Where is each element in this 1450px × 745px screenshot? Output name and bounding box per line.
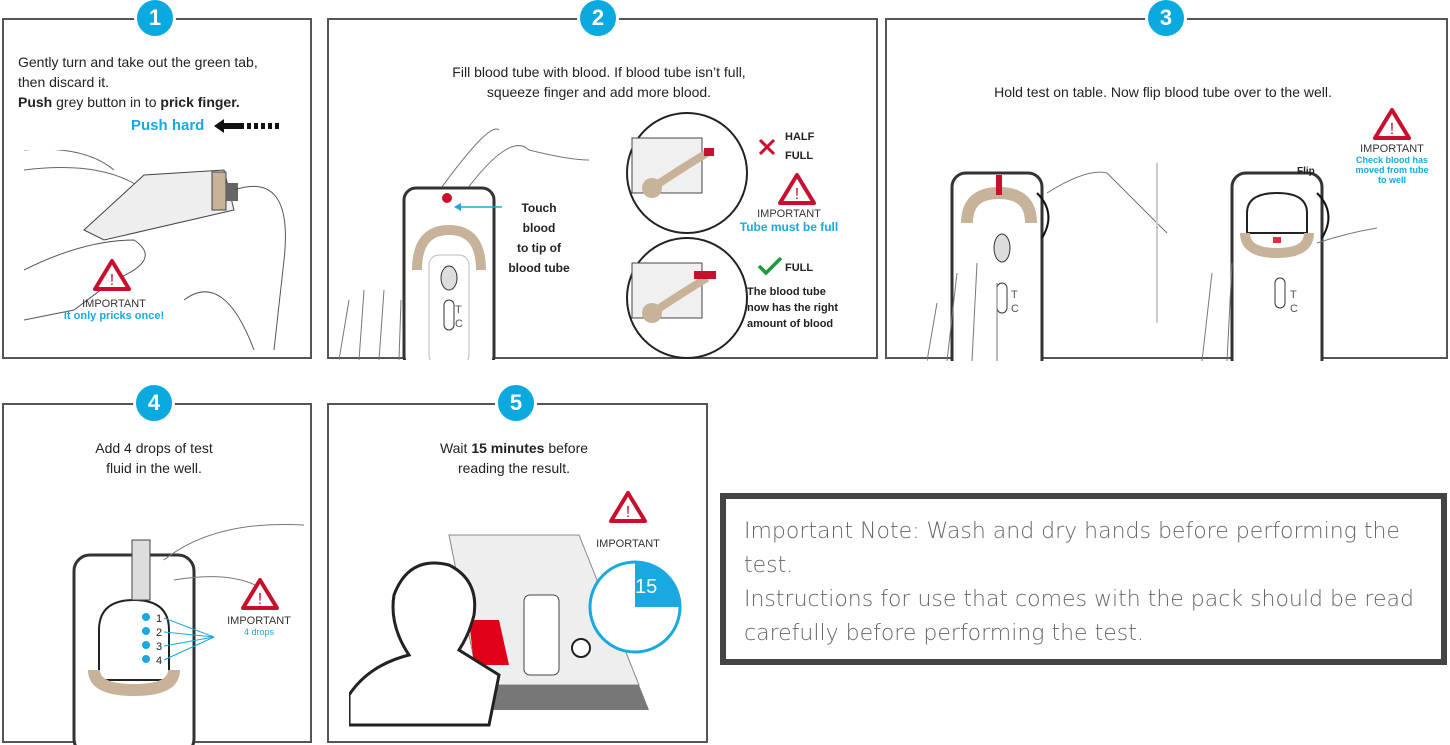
important-label: IMPORTANT [227, 615, 291, 627]
text: The blood tube [747, 286, 826, 298]
text: Touch blood [521, 201, 557, 235]
step-3-badge: 3 [1145, 0, 1187, 39]
tc-c: C [1011, 303, 1019, 315]
tc-c: C [1290, 303, 1298, 315]
drop-number: 3 [156, 641, 163, 653]
touch-blood-label: Touch blood to tip of blood tube [504, 198, 574, 278]
lancet-device-illustration [24, 150, 286, 350]
important-label: IMPORTANT [757, 208, 821, 220]
svg-text:!: ! [1390, 121, 1394, 138]
important-message: It only pricks once! [63, 310, 165, 322]
text: grey button in to [52, 94, 161, 110]
waiting-person-illustration [349, 534, 649, 727]
step-2-badge: 2 [577, 0, 619, 39]
full-description: The blood tube now has the right amount … [747, 284, 838, 332]
step-1-instructions: Gently turn and take out the green tab, … [18, 52, 308, 112]
timer-clock-icon [588, 560, 682, 654]
step-5-instructions: Wait 15 minutes before reading the resul… [329, 438, 699, 478]
important-note-4: IMPORTANT 4 drops [219, 615, 299, 637]
text: Add 4 drops of test [95, 440, 213, 456]
text-bold: 15 minutes [471, 440, 545, 456]
drop-numbers: 1 2 3 4 [156, 612, 162, 668]
step-2-instructions: Fill blood tube with blood. If blood tub… [389, 62, 809, 102]
text: to tip of [517, 241, 561, 255]
full-label: FULL [785, 262, 814, 274]
text-bold: Push [18, 94, 53, 110]
test-device-finger-illustration [339, 128, 590, 360]
important-note-box: Important Note: Wash and dry hands befor… [720, 493, 1447, 665]
step-4-panel: Add 4 drops of test fluid in the well. 1… [2, 403, 312, 745]
warning-icon: ! [241, 578, 279, 610]
step-1-badge: 1 [134, 0, 176, 39]
text: then discard it. [18, 74, 110, 90]
text: Fill blood tube with blood. If blood tub… [452, 64, 746, 80]
svg-text:!: ! [258, 591, 262, 608]
warning-icon: ! [93, 259, 131, 291]
important-label: IMPORTANT [82, 298, 146, 310]
text: before [544, 440, 589, 456]
pointer-arrow [454, 203, 502, 211]
text: HALF [785, 131, 815, 143]
half-full-tube-closeup [626, 112, 748, 234]
flip-after-illustration [1201, 171, 1377, 361]
full-tube-closeup [626, 237, 748, 359]
svg-text:!: ! [110, 272, 114, 289]
text: Gently turn and take out the green tab, [18, 54, 258, 70]
warning-icon: ! [609, 491, 647, 523]
flip-before-illustration [927, 163, 1168, 361]
timer-value: 15 [635, 576, 658, 598]
step-5-panel: Wait 15 minutes before reading the resul… [327, 403, 708, 743]
step-5-badge: 5 [495, 382, 537, 424]
arrow-left-icon [214, 119, 279, 133]
note-line-2: Instructions for use that comes with the… [744, 587, 1414, 646]
svg-text:!: ! [795, 186, 799, 203]
warning-icon: ! [1373, 108, 1411, 140]
tc-t: T [455, 304, 462, 316]
step-1-panel: Gently turn and take out the green tab, … [2, 18, 312, 359]
text: amount of blood [747, 318, 834, 330]
step-4-badge: 4 [133, 382, 175, 424]
svg-text:!: ! [626, 504, 630, 521]
text: now has the right [747, 302, 839, 314]
cross-icon [758, 138, 776, 156]
drop-number: 1 [156, 613, 163, 625]
text: squeeze finger and add more blood. [486, 84, 712, 100]
important-message: Check blood has moved from tube to well [1332, 155, 1450, 185]
tc-t: T [1011, 289, 1018, 301]
important-note-3: IMPORTANT Check blood has moved from tub… [1332, 143, 1450, 185]
important-label: IMPORTANT [1360, 143, 1424, 155]
add-drops-illustration [72, 523, 305, 745]
text: fluid in the well. [106, 460, 202, 476]
note-line-1: Important Note: Wash and dry hands befor… [744, 519, 1400, 578]
step-2-panel: Fill blood tube with blood. If blood tub… [327, 18, 878, 360]
step-3-panel: Hold test on table. Now flip blood tube … [885, 18, 1450, 361]
half-full-label: HALF FULL [785, 128, 814, 166]
warning-icon: ! [778, 173, 816, 205]
tc-t: T [1290, 289, 1297, 301]
text: moved from tube [1355, 165, 1429, 175]
checkmark-icon [757, 256, 783, 276]
text: reading the result. [457, 460, 571, 476]
tc-c: C [455, 318, 463, 330]
text: blood tube [508, 261, 570, 275]
important-note-2: IMPORTANT Tube must be full [724, 208, 854, 234]
important-label-5: IMPORTANT [596, 538, 660, 550]
push-hard-label: Push hard [131, 117, 205, 134]
text: Check blood has [1355, 155, 1428, 165]
flip-label: Flip [1297, 166, 1315, 177]
step-3-instructions: Hold test on table. Now flip blood tube … [994, 84, 1332, 100]
text-bold: prick finger. [160, 94, 240, 110]
drop-number: 4 [156, 655, 163, 667]
important-note-1: IMPORTANT It only pricks once! [44, 298, 184, 322]
step-4-instructions: Add 4 drops of test fluid in the well. [4, 438, 304, 478]
important-message: Tube must be full [739, 220, 839, 234]
text: Wait [439, 440, 472, 456]
text: to well [1377, 175, 1406, 185]
drop-number: 2 [156, 627, 163, 639]
important-message: 4 drops [243, 627, 275, 637]
text: FULL [785, 150, 814, 162]
